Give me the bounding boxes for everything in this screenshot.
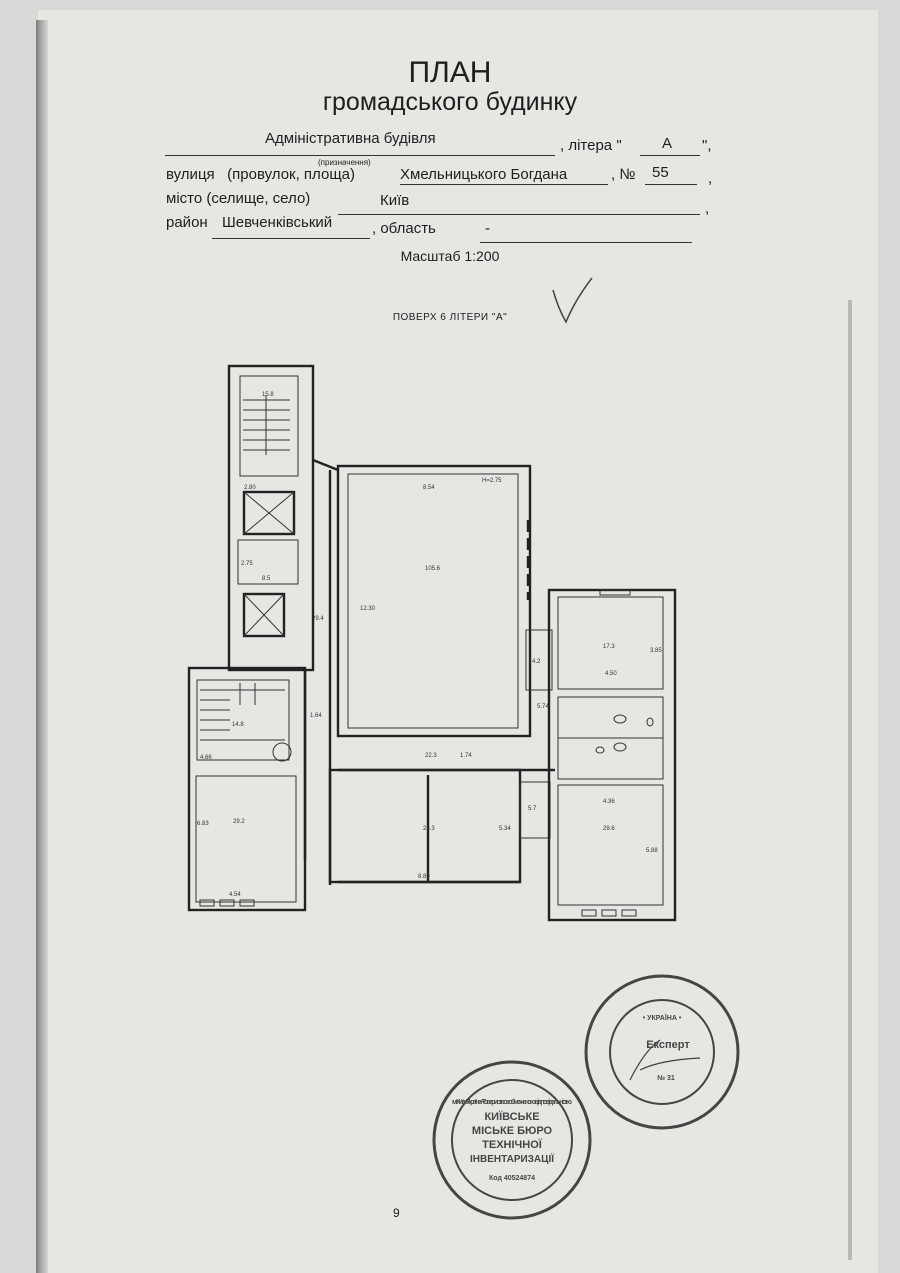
bti-stamp: м. Київ • Україна • Товариство з обмежен… [432, 1060, 592, 1220]
label-corridor2-area: 22.3 [425, 753, 437, 759]
column-mark [272, 742, 292, 762]
label-office-area: 28.3 [423, 826, 435, 832]
stair-top-steps [243, 395, 290, 455]
label-room12-width: 4.54 [229, 892, 241, 898]
room-main-hall [336, 464, 532, 738]
label-room10-depth: 5.88 [646, 848, 658, 854]
room-stair-bottom [196, 679, 290, 761]
expert-stamp: • УКРАЇНА • Експерт № 31 [584, 974, 740, 1130]
stair-bottom-steps [200, 683, 285, 741]
lift-shaft-2 [242, 592, 286, 638]
label-lift-hall-dim: 2.75 [241, 561, 253, 567]
district-label: район [166, 214, 208, 231]
label-room12-depth: 6.83 [197, 821, 209, 827]
label-corridor-area: 29.4 [312, 616, 324, 622]
label-stair-bottom-dim: 4.66 [200, 755, 212, 761]
stamp-text: Експерт [646, 1039, 690, 1051]
label-office-width: 8.89 [418, 874, 430, 880]
label-room10-width: 4.36 [603, 799, 615, 805]
stamp-text: ТЕХНІЧНОЇ [482, 1138, 543, 1151]
window-marks [199, 589, 637, 917]
city-value: Київ [380, 192, 410, 209]
label-ceiling-height: H=2.75 [482, 478, 502, 484]
stamp-text: МІСЬКЕ БЮРО [472, 1125, 553, 1137]
label-stair-top-area: 15.8 [262, 392, 274, 398]
label-stair-bottom-area: 14.8 [232, 722, 244, 728]
bti-stamp-ring: м. Київ • Україна • Товариство з обмежен… [452, 1098, 572, 1106]
room-10 [557, 784, 664, 906]
comma: , [708, 170, 713, 187]
label-room10-area: 29.6 [603, 826, 615, 832]
litera-value: А [662, 135, 673, 152]
wall-tower [227, 364, 315, 672]
purpose-value: Адміністративна будівля [265, 130, 436, 147]
street-label: вулиця (провулок, площа) [166, 166, 355, 183]
number-value: 55 [652, 164, 669, 181]
label-room8-width: 4.50 [605, 671, 617, 677]
lift-shaft-1 [242, 490, 296, 536]
label-stair-top-dim: 2.80 [244, 485, 256, 491]
signature-mark [629, 1039, 701, 1081]
label-room12-area: 29.2 [233, 819, 245, 825]
scan-edge [848, 300, 852, 1260]
stamp-text: • УКРАЇНА • [643, 1014, 682, 1022]
stamp-text: КИЇВСЬКЕ [484, 1110, 539, 1123]
number-label: , № [611, 166, 636, 183]
label-hall-area: 105.6 [425, 566, 441, 572]
label-wc-dim: 5.74 [537, 704, 549, 710]
district-value: Шевченківський [222, 214, 333, 231]
room-12 [195, 775, 297, 903]
room-lift-hall [237, 539, 299, 585]
stamp-text: Код 40524874 [489, 1175, 535, 1182]
checkmark-mark [552, 277, 593, 324]
city-label: місто (селище, село) [166, 190, 311, 207]
floor-caption: ПОВЕРХ 6 ЛІТЕРИ "А" [392, 312, 508, 323]
region-value: - [485, 220, 490, 237]
label-hall-length: 12.30 [360, 606, 376, 612]
label-office-depth: 5.34 [499, 826, 511, 832]
litera-label: , літера " [560, 137, 622, 154]
label-room8-depth: 3.85 [650, 648, 662, 654]
region-label: , область [372, 220, 436, 237]
litera-end: ", [702, 137, 712, 154]
street-value: Хмельницького Богдана [400, 166, 568, 183]
scale-label: Масштаб 1:200 [400, 248, 500, 264]
stamp-text: ІНВЕНТАРИЗАЦІЇ [470, 1152, 554, 1165]
label-hall-width: 8.54 [423, 485, 435, 491]
label-small-room-area: 4.2 [532, 659, 541, 665]
purpose-caption: (призначення) [318, 158, 371, 167]
document-subtitle: громадського будинку [322, 88, 578, 116]
room-8 [557, 596, 664, 690]
label-lift-hall-area: 8.5 [262, 576, 271, 582]
page-number: 9 [393, 1206, 400, 1220]
stamp-text: № 31 [657, 1074, 675, 1082]
label-corridor2-dim: 1.74 [460, 753, 472, 759]
room-stair-top [239, 375, 299, 477]
label-corridor-dim: 1.64 [310, 713, 322, 719]
wall-right-block [547, 588, 677, 922]
label-lobby-area: 5.7 [528, 806, 537, 812]
wall-left-block [187, 666, 307, 912]
label-room8-area: 17.3 [603, 644, 615, 650]
comma: , [705, 200, 710, 217]
room-small-4-2 [525, 629, 553, 691]
document-title: ПЛАН [408, 56, 492, 89]
scan-shadow [36, 20, 48, 1273]
